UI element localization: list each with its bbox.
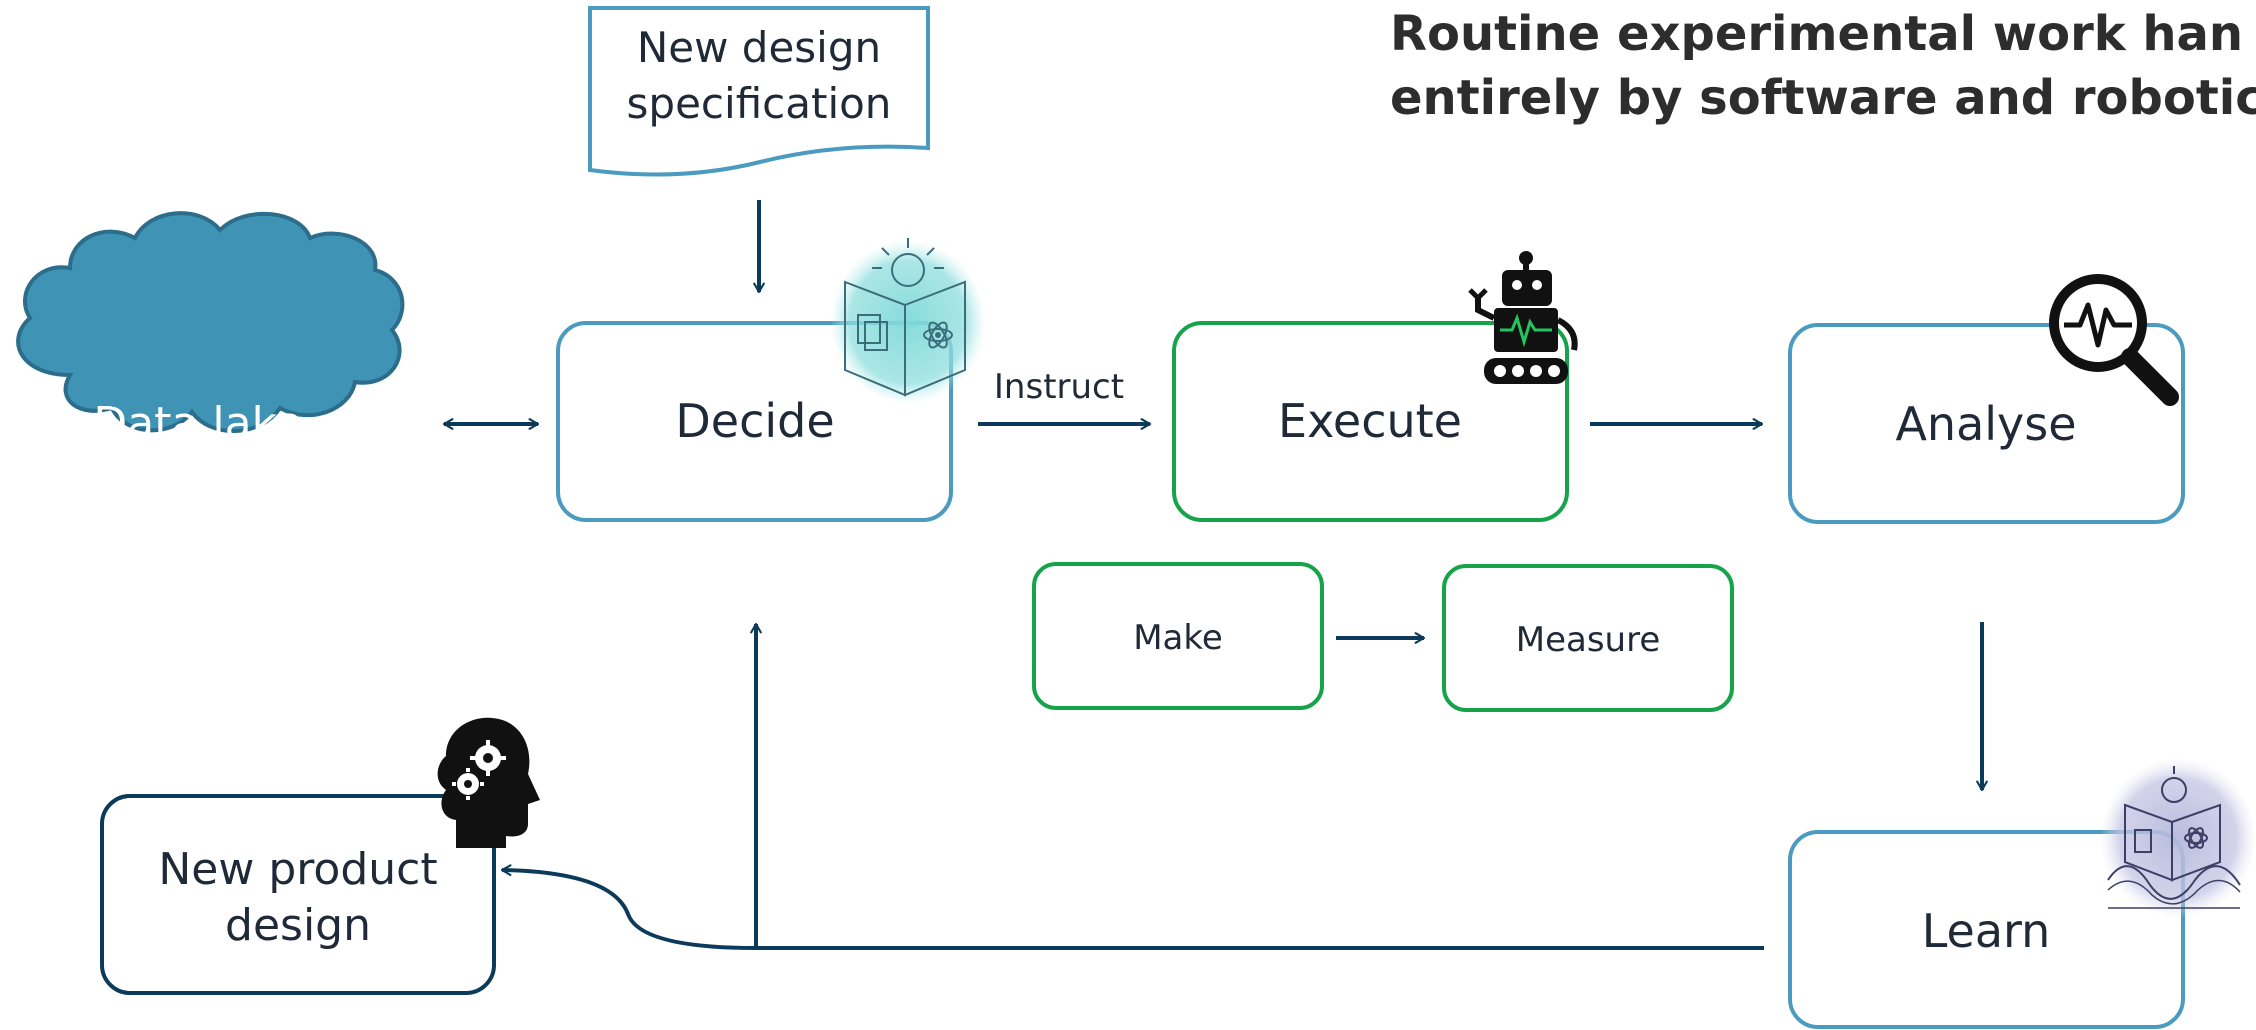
edge-label-instruct: Instruct — [994, 367, 1124, 407]
execute-node: Execute — [1172, 321, 1569, 522]
measure-label: Measure — [1516, 620, 1661, 660]
new-product-label-line1: New product — [158, 844, 437, 895]
knowledge-book-wave-icon — [2100, 758, 2256, 918]
analyse-node: Analyse — [1788, 323, 2185, 524]
measure-node: Measure — [1442, 564, 1734, 712]
make-box — [1032, 562, 1324, 710]
knowledge-book-icon — [830, 238, 986, 404]
analyse-box — [1788, 323, 2185, 524]
decide-label: Decide — [675, 394, 834, 448]
robot-icon — [1468, 251, 1578, 384]
data-lake-label: Data lake — [93, 398, 302, 449]
spec-label-line2: specification — [627, 79, 892, 128]
make-node: Make — [1032, 562, 1324, 710]
data-lake-node: Data lake — [16, 211, 405, 449]
new-product-label-line2: design — [225, 900, 371, 951]
new-product-design-box — [100, 794, 496, 995]
learn-node: Learn — [1788, 830, 2185, 1029]
execute-box — [1172, 321, 1569, 522]
headline: Routine experimental work han entirely b… — [1390, 2, 2256, 130]
spec-label-line1: New design — [637, 23, 881, 72]
measure-box — [1442, 564, 1734, 712]
make-label: Make — [1133, 618, 1223, 658]
new-product-design-node: New product design — [100, 794, 496, 995]
headline-line-2: entirely by software and robotic — [1390, 70, 2256, 126]
edge-feedback-new-product — [500, 864, 757, 950]
execute-label: Execute — [1278, 394, 1462, 448]
headline-line-1: Routine experimental work han — [1390, 6, 2244, 62]
learn-label: Learn — [1922, 904, 2051, 958]
learn-box — [1788, 830, 2185, 1029]
analyse-label: Analyse — [1895, 397, 2076, 451]
spec-document-shape — [588, 6, 930, 177]
spec-document-node: New design specification — [588, 6, 930, 177]
data-lake-cloud-shape — [16, 211, 405, 433]
head-gears-icon — [437, 717, 540, 848]
magnifier-signal-icon — [2049, 274, 2179, 406]
